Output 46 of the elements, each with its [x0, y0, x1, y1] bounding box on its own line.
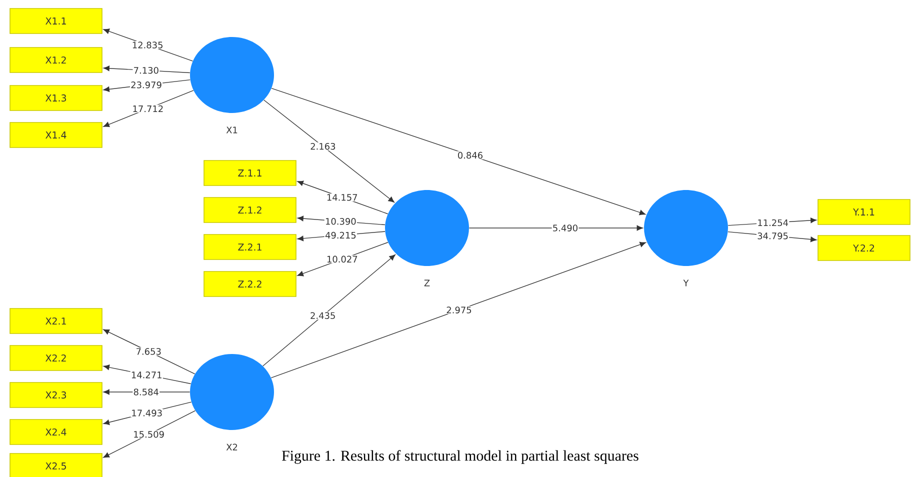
edge-label: 2.975: [446, 306, 472, 314]
node-label: X2: [226, 444, 238, 450]
indicator-box: Y.2.2: [818, 235, 910, 261]
indicator-box: X2.3: [10, 382, 102, 408]
edge-label: 14.157: [326, 194, 358, 202]
indicator-box: Z.2.1: [204, 234, 296, 260]
indicator-box: X2.2: [10, 345, 102, 371]
edge-label: 10.027: [326, 255, 358, 264]
arrow: [262, 254, 396, 366]
edge-label: 11.254: [756, 218, 790, 227]
arrow: [103, 410, 196, 458]
node-label: Z: [424, 280, 430, 286]
edge-label: 7.653: [135, 347, 162, 356]
node-label: X1: [226, 126, 238, 134]
node-label: Y: [683, 280, 689, 286]
indicator-box: Y.1.1: [818, 199, 910, 225]
indicator-box: X2.1: [10, 308, 102, 334]
edge-label: 0.846: [456, 151, 484, 160]
edge-label: 7.130: [132, 66, 160, 74]
edge-label: 17.712: [132, 104, 164, 113]
indicator-box: X1.1: [10, 8, 102, 34]
edge-label: 49.215: [324, 231, 357, 240]
caption: Figure 1. Results of structural model in partial least squares: [282, 450, 638, 464]
edge-label: 8.584: [132, 388, 160, 396]
edge-label: 5.490: [552, 224, 579, 232]
edge-label: 2.435: [309, 312, 336, 320]
arrow: [103, 329, 196, 374]
indicator-box: X1.3: [10, 85, 102, 111]
edge-label: 12.835: [131, 41, 164, 50]
edge-label: 15.509: [132, 430, 166, 438]
edge-label: 34.795: [756, 232, 790, 240]
edge-label: 2.163: [310, 142, 336, 150]
indicator-box: Z.2.2: [204, 271, 296, 297]
indicator-box: X1.4: [10, 122, 102, 148]
edge-label: 17.493: [130, 409, 164, 417]
edge-label: 10.390: [324, 217, 357, 226]
edge-label: 14.271: [130, 370, 163, 379]
indicator-box: Z.1.2: [204, 197, 296, 223]
indicator-box: X2.4: [10, 419, 102, 445]
edge-label: 23.979: [130, 80, 163, 89]
indicator-box: X2.5: [10, 453, 102, 477]
arrow: [264, 100, 394, 203]
arrow: [271, 88, 646, 216]
indicator-box: X1.2: [10, 47, 102, 73]
indicator-box: Z.1.1: [204, 160, 296, 186]
arrow: [270, 242, 646, 378]
